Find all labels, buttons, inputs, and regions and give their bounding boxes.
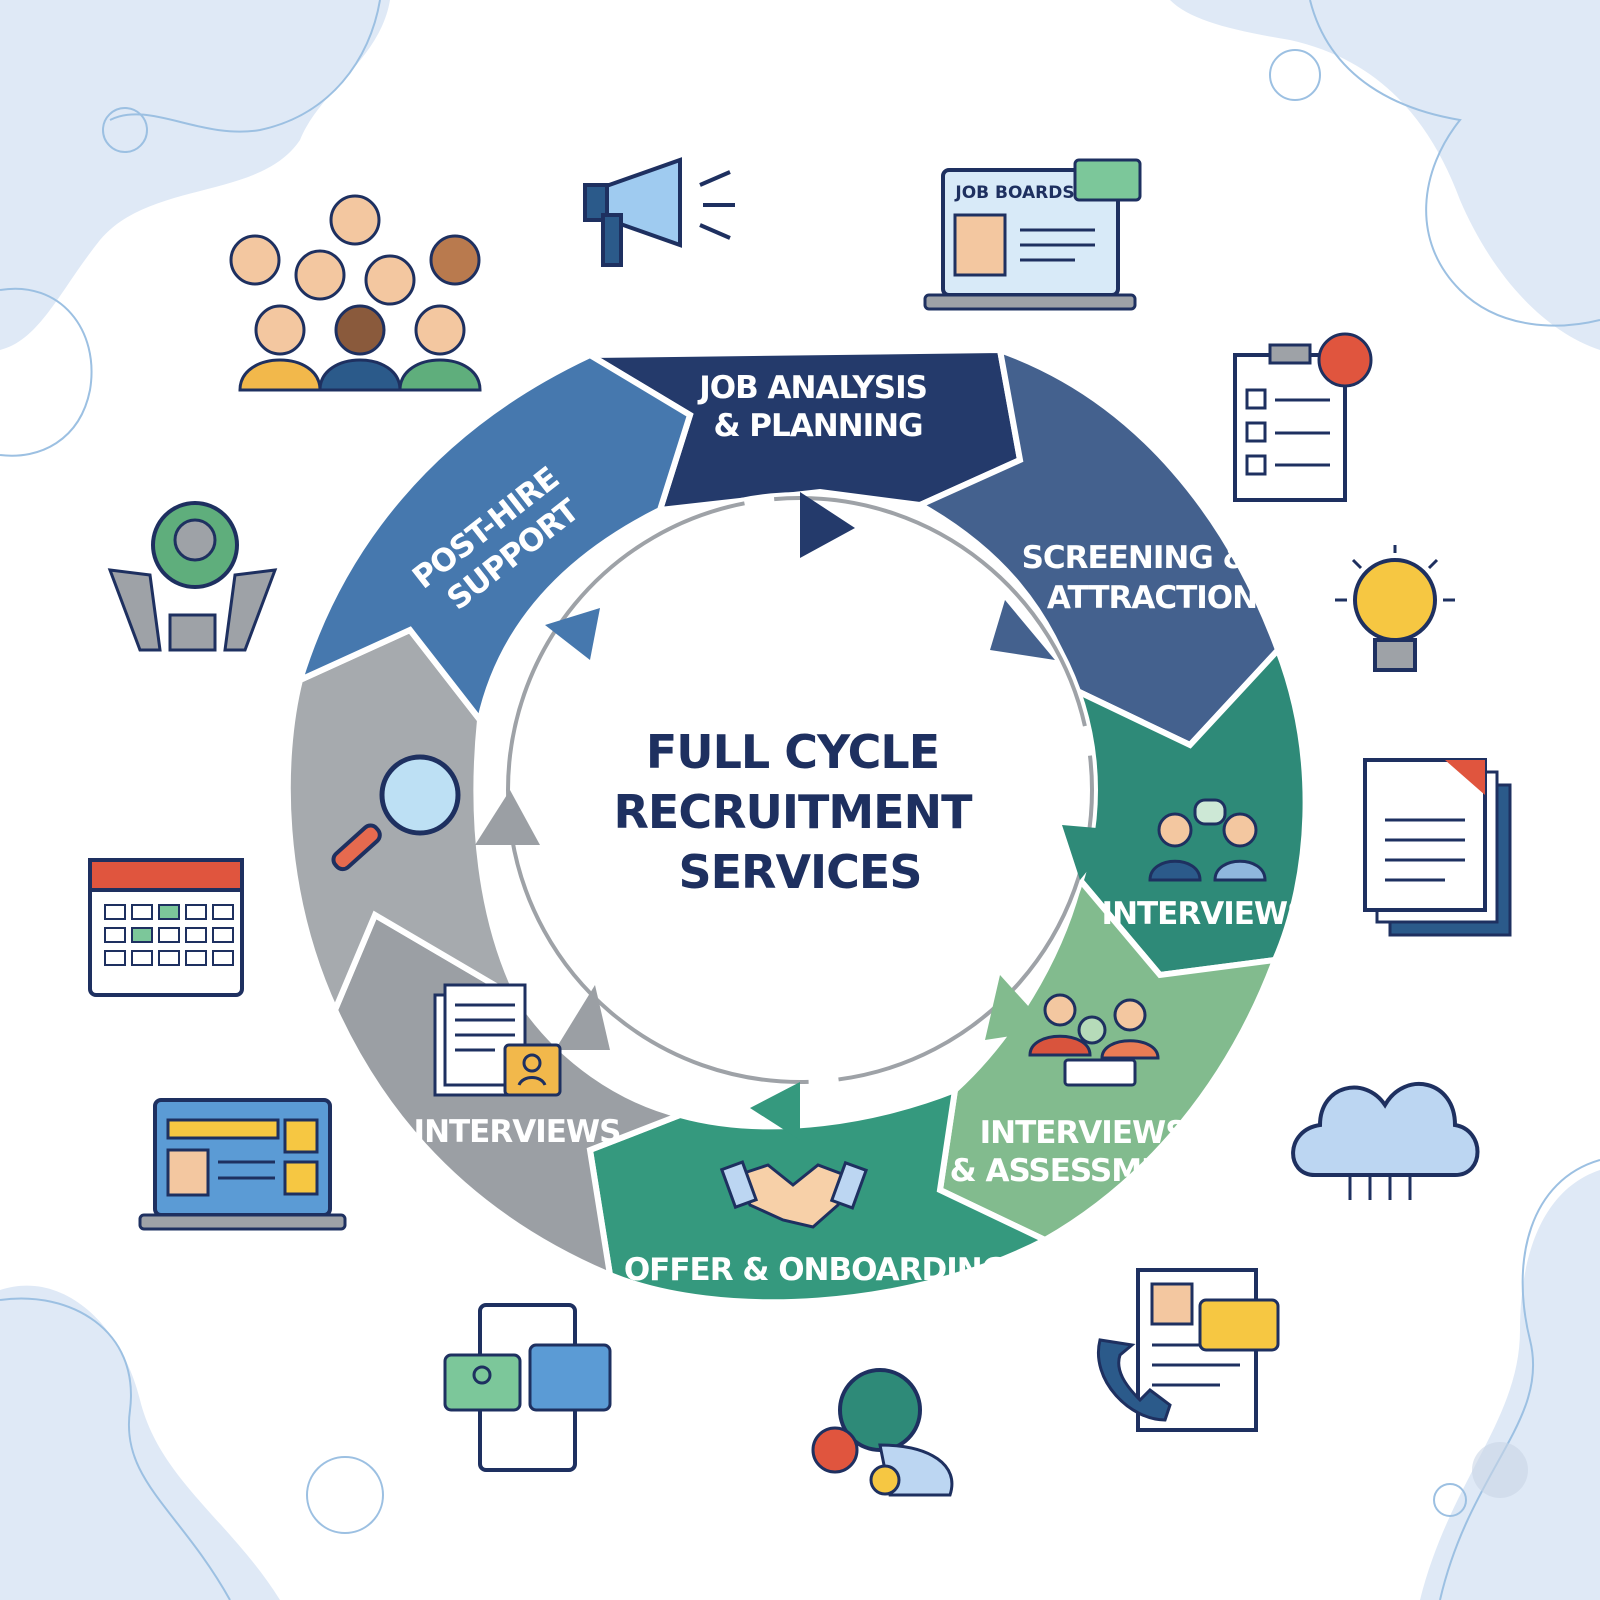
inner-arrow bbox=[545, 608, 600, 660]
inner-cycle-ring bbox=[475, 492, 1120, 1140]
segment-label-line: ATTRACTION bbox=[1047, 580, 1257, 616]
magnifier-icon bbox=[331, 754, 461, 872]
handshake-icon bbox=[719, 1160, 869, 1229]
resume-phone-icon bbox=[1097, 1268, 1280, 1432]
assessment-people-icon bbox=[1028, 993, 1160, 1087]
cloud-icon bbox=[1291, 1081, 1480, 1200]
segment-label-interviews-teal: INTERVIEWS bbox=[1102, 896, 1309, 932]
segment-label-job-analysis: JOB ANALYSIS & PLANNING bbox=[697, 370, 937, 444]
inner-arrow bbox=[750, 1082, 800, 1140]
inner-arrow bbox=[800, 492, 855, 558]
interview-people-icon bbox=[1148, 798, 1267, 882]
documents-icon bbox=[433, 983, 562, 1097]
segment-label-line: JOB ANALYSIS bbox=[697, 370, 927, 406]
segment-label-interviews-grey: INTERVIEWS bbox=[414, 1114, 621, 1150]
segment-label-interviews-assessment: INTERVIEWS & ASSESSMENT bbox=[950, 1115, 1207, 1189]
inner-arrow bbox=[475, 790, 540, 845]
segment-post-hire bbox=[295, 351, 694, 727]
job-boards-laptop-icon: JOB BOARDS bbox=[923, 158, 1142, 311]
segment-label-screening: SCREENING & ATTRACTION bbox=[1022, 540, 1259, 616]
segment-label-line: SCREENING & bbox=[1022, 540, 1249, 576]
laptop-profile-icon bbox=[138, 1098, 347, 1231]
job-boards-label: JOB BOARDS bbox=[954, 183, 1074, 203]
megaphone-icon bbox=[583, 157, 735, 267]
center-title-line: FULL CYCLE bbox=[646, 725, 939, 779]
center-title-line: RECRUITMENT bbox=[614, 785, 974, 839]
center-title-line: SERVICES bbox=[678, 845, 921, 899]
inner-arrow bbox=[985, 975, 1050, 1040]
team-group-icon bbox=[229, 194, 482, 392]
network-people-icon bbox=[811, 1368, 954, 1497]
documents-stack-icon bbox=[1363, 758, 1512, 937]
checklist-icon bbox=[1233, 332, 1373, 502]
mobile-chat-icon bbox=[443, 1303, 612, 1472]
segment-label-line: & ASSESSMENT bbox=[950, 1153, 1207, 1189]
consultation-chairs-icon bbox=[107, 501, 278, 652]
segment-label-line: & PLANNING bbox=[713, 408, 922, 444]
lightbulb-icon bbox=[1335, 545, 1455, 672]
calendar-icon bbox=[88, 858, 244, 997]
inner-arrow bbox=[990, 600, 1055, 660]
inner-arrow bbox=[1062, 825, 1120, 880]
segment-label-offer-onboarding: OFFER & ONBOARDING bbox=[624, 1252, 1006, 1288]
segment-label-line: INTERVIEWS bbox=[980, 1115, 1187, 1151]
center-title: FULL CYCLE RECRUITMENT SERVICES bbox=[614, 725, 987, 899]
inner-arrow bbox=[555, 985, 610, 1050]
